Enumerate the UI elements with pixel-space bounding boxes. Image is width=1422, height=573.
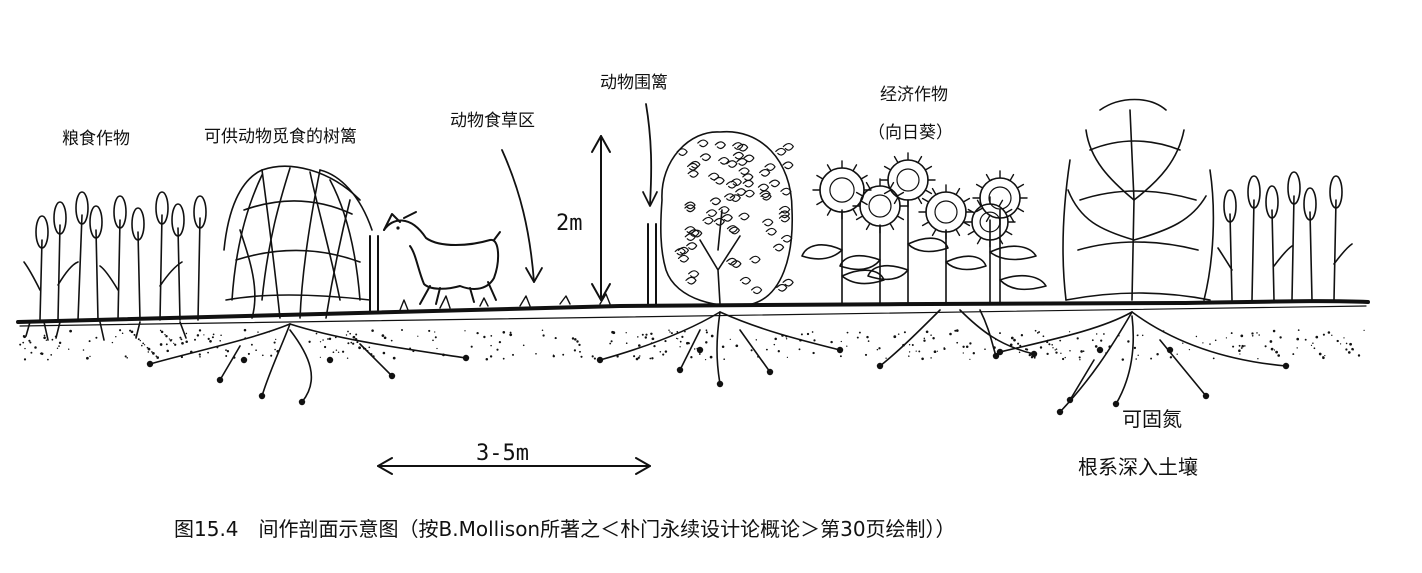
goat [383, 211, 501, 305]
fence-post [647, 223, 657, 307]
hedge-fence-post [369, 235, 379, 313]
shrub-tree [660, 130, 794, 307]
label-deep-roots: 根系深入土壤 [1078, 455, 1198, 479]
label-cash-crop-sunflower: （向日葵） [868, 123, 953, 143]
roots [149, 309, 1287, 413]
grain-crop-left [23, 191, 207, 341]
spacing-arrow [377, 457, 651, 475]
label-cash-crop: 经济作物 [880, 85, 948, 105]
label-animal-fence: 动物围篱 [600, 73, 668, 93]
grain-crop-right [1217, 171, 1353, 301]
label-forage-hedge: 可供动物觅食的树篱 [204, 127, 357, 147]
label-nitrogen-fixing: 可固氮 [1122, 407, 1182, 431]
label-height: 2m [556, 211, 583, 236]
sunflowers [801, 152, 1047, 305]
height-arrow [591, 135, 611, 301]
label-spacing: 3-5m [476, 441, 529, 466]
figure-caption: 图15.4 间作剖面示意图（按B.Mollison所著之＜朴门永续设计论概论＞第… [174, 517, 956, 541]
label-grain-crop: 粮食作物 [62, 129, 130, 149]
nitrogen-fixing-tree [1062, 98, 1215, 301]
label-grazing-zone: 动物食草区 [450, 111, 535, 131]
grazing-arrow [501, 149, 543, 283]
root-nodules [146, 346, 1290, 416]
fence-arrow [642, 103, 658, 207]
ground [16, 299, 1370, 361]
forage-hedge [223, 165, 373, 319]
grazing-grass [399, 293, 611, 311]
